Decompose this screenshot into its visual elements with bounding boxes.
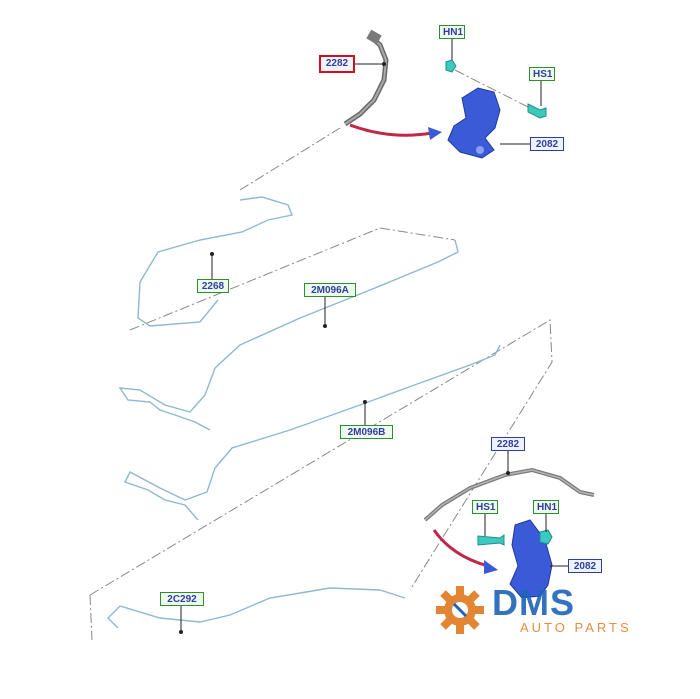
cable-2268[interactable]: [137, 196, 293, 327]
bolt-hs1-top[interactable]: [527, 103, 547, 119]
arrow-head-bottom-icon: [484, 560, 498, 574]
logo-tagline-text: AUTO PARTS: [520, 620, 632, 635]
cable-2m096a[interactable]: [118, 239, 459, 431]
arrow-head-top-icon: [428, 127, 442, 140]
nut-hn1-top[interactable]: [445, 59, 457, 73]
callout-cable-2m096a[interactable]: 2M096A: [304, 283, 356, 297]
callout-bracket-top[interactable]: 2082: [530, 137, 564, 151]
callout-cable-bottom[interactable]: 2282: [491, 437, 525, 451]
gear-icon: [436, 586, 484, 634]
logo-brand-text: DMS: [492, 582, 575, 623]
handbrake-cable-bottom[interactable]: [423, 467, 595, 522]
callout-bracket-bottom[interactable]: 2082: [568, 559, 602, 573]
assembly-arrow-top: [349, 123, 433, 137]
leader-lines: [180, 38, 568, 632]
cable-2m096b[interactable]: [124, 344, 501, 521]
cable-2c292[interactable]: [107, 587, 406, 629]
nut-hn1-bottom[interactable]: [539, 529, 553, 545]
callout-cable-top-highlighted[interactable]: 2282: [319, 55, 355, 73]
assembly-guide-lines: [89, 69, 553, 641]
callout-cable-2m096b[interactable]: 2M096B: [340, 425, 393, 439]
handbrake-bracket-top[interactable]: [447, 87, 501, 159]
handbrake-cable-top[interactable]: [343, 29, 389, 127]
callout-cable-2c292[interactable]: 2C292: [160, 592, 204, 606]
callout-hs1-top[interactable]: HS1: [529, 67, 555, 81]
bolt-hs1-bottom[interactable]: [477, 534, 505, 546]
leader-dots: [179, 62, 510, 634]
callout-hn1-bottom[interactable]: HN1: [533, 500, 559, 514]
callout-hn1-top[interactable]: HN1: [439, 25, 465, 39]
callout-cable-2268[interactable]: 2268: [197, 279, 229, 293]
assembly-arrow-bottom: [432, 529, 489, 568]
dms-auto-parts-logo: DMS AUTO PARTS: [430, 580, 660, 640]
callout-hs1-bottom[interactable]: HS1: [472, 500, 498, 514]
